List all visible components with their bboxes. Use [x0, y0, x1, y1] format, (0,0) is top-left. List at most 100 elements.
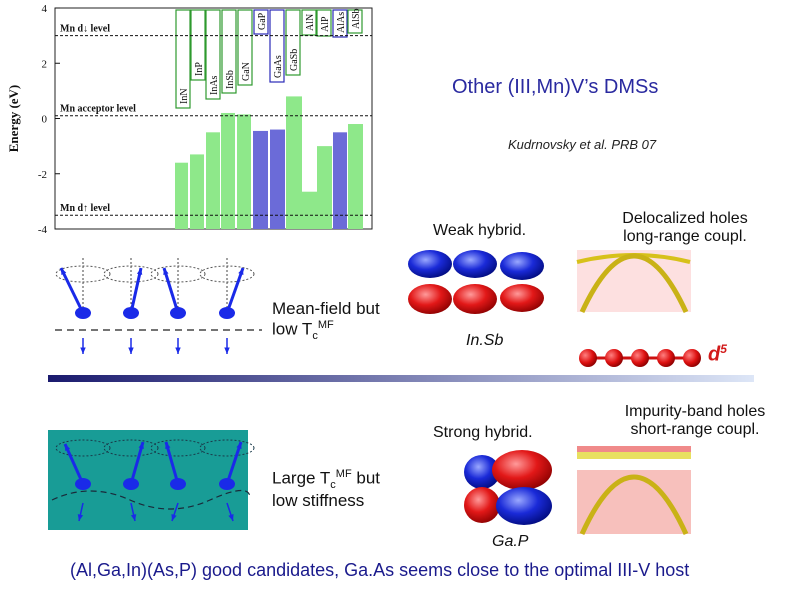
bar-AlAs [333, 132, 347, 229]
material-label-GaP: GaP [257, 12, 268, 30]
y-axis-label: Energy (eV) [6, 85, 21, 153]
material-label-AlSb: AlSb [351, 8, 362, 29]
d5-label: d5 [708, 342, 727, 366]
weak-hybrid-label: Weak hybrid. [433, 222, 527, 239]
local-moment-arrow-head [236, 442, 242, 449]
local-moment-arrow [162, 267, 180, 314]
local-moment-arrow-head [238, 268, 244, 275]
mn-ion [219, 478, 235, 490]
mn-ion [170, 307, 186, 319]
material-box [347, 9, 363, 34]
bar-InAs [206, 132, 220, 229]
hole-spin-arrow [226, 502, 234, 522]
mn-ion [123, 307, 139, 319]
mean-field-label: Mean-field but low TcMF [272, 299, 380, 343]
local-moment-arrow-head [163, 268, 169, 275]
material-label-InN: InN [179, 88, 190, 104]
local-moment-arrow [63, 443, 85, 485]
local-moment-arrow [164, 441, 180, 485]
impurity-band-label: Impurity-band holes short-range coupl. [624, 403, 766, 438]
y-tick-label: -2 [38, 169, 47, 181]
level-label: Mn acceptor level [60, 104, 136, 115]
bar-InN [175, 162, 188, 229]
orbital-gap [464, 450, 552, 525]
bar-AlN [302, 191, 317, 229]
precession-cone [199, 439, 255, 457]
material-label-InAs: InAs [209, 75, 220, 95]
hole-spin-arrow [130, 502, 136, 522]
mn-ion [219, 307, 235, 319]
local-moment-arrow-head [61, 268, 67, 275]
material-box [253, 9, 269, 35]
material-label-GaAs: GaAs [273, 55, 284, 78]
large-tc-label: Large TcMF but low stiffness [272, 468, 381, 511]
material-box [316, 9, 332, 37]
y-tick-label: 0 [42, 114, 48, 126]
spin-diagram-stiffness [48, 430, 255, 530]
hole-spin-arrow-head [77, 514, 84, 521]
precession-cone [150, 265, 206, 283]
bar-GaN [237, 114, 251, 229]
bar-GaSb [286, 96, 302, 230]
local-moment-arrow [129, 441, 145, 485]
precession-cone [55, 265, 111, 283]
d5-chain [579, 349, 701, 367]
local-moment-arrow-head [165, 442, 171, 449]
spin-diagram-meanfield [55, 258, 262, 354]
hole-spin-arrow-head [130, 514, 137, 521]
bar-AlSb [348, 124, 363, 229]
material-label-AlN: AlN [305, 14, 316, 31]
local-moment-arrow [129, 267, 143, 314]
local-moment-arrow-head [65, 444, 71, 451]
mn-ion [75, 478, 91, 490]
material-box [221, 9, 237, 94]
material-label-AlP: AlP [320, 16, 331, 32]
delocalized-holes-label: Delocalized holes long-range coupl. [622, 210, 748, 245]
y-tick-label: 4 [42, 3, 48, 15]
mn-ion [75, 307, 91, 319]
material-box [237, 9, 253, 86]
section-separator [48, 375, 754, 382]
material-gap-label: Ga.P [492, 533, 529, 550]
local-moment-arrow-head [138, 442, 144, 449]
material-box [269, 9, 285, 83]
conclusion-text: (Al,Ga,In)(As,P) good candidates, Ga.As … [70, 560, 690, 580]
mn-ion [170, 478, 186, 490]
hole-spin-arrow-head [224, 347, 230, 354]
material-label-InSb: InSb [225, 70, 236, 89]
material-label-GaN: GaN [241, 62, 252, 81]
slide-title: Other (III,Mn)V’s DMSs [452, 76, 659, 98]
material-box [285, 9, 301, 76]
level-label: Mn d↑ level [60, 203, 110, 214]
hole-spin-arrow-head [171, 514, 177, 521]
material-box [301, 9, 317, 36]
bar-InSb [221, 112, 235, 229]
precession-cone [103, 439, 159, 457]
citation: Kudrnovsky et al. PRB 07 [508, 137, 657, 152]
local-moment-arrow [59, 267, 85, 314]
local-moment-arrow [225, 267, 245, 314]
precession-cone [103, 265, 159, 283]
local-moment-arrow [225, 441, 243, 485]
bar-GaP [253, 130, 268, 229]
precession-cone [55, 439, 111, 457]
strong-hybrid-label: Strong hybrid. [433, 424, 533, 441]
hole-spin-arrow-head [228, 514, 234, 521]
hole-spin-arrow [78, 502, 84, 522]
mn-ion [123, 478, 139, 490]
material-insb-label: In.Sb [466, 332, 504, 349]
orbital-insb [408, 250, 544, 314]
hole-spin-arrow-head [175, 347, 181, 354]
level-label: Mn d↓ level [60, 24, 110, 35]
coupling-delocalized [576, 250, 691, 314]
y-tick-label: 2 [42, 58, 48, 70]
material-box [205, 9, 221, 100]
hole-spin-arrow-head [128, 347, 134, 354]
local-moment-arrow-head [136, 268, 143, 275]
hole-spin-arrow [171, 502, 179, 522]
material-label-AlAs: AlAs [336, 12, 347, 33]
bar-AlP [317, 146, 332, 229]
material-label-InP: InP [194, 62, 205, 76]
bar-InP [190, 154, 204, 229]
